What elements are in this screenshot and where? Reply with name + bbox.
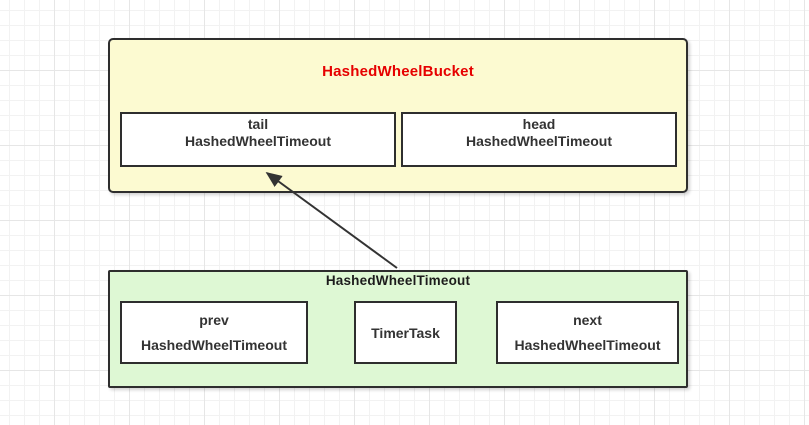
field-label: TimerTask [371, 324, 440, 341]
slot-type: HashedWheelTimeout [185, 133, 331, 149]
bucket-slot-head: head HashedWheelTimeout [401, 112, 677, 167]
field-label: next [573, 312, 602, 328]
field-label: prev [199, 312, 229, 328]
timeout-field-next: next HashedWheelTimeout [496, 301, 679, 364]
timeout-field-timertask: TimerTask [354, 301, 457, 364]
bucket-title: HashedWheelBucket [322, 63, 474, 80]
bucket-slot-tail: tail HashedWheelTimeout [120, 112, 396, 167]
bucket-slot-row: tail HashedWheelTimeout head HashedWheel… [120, 112, 677, 167]
hashed-wheel-timeout-node: HashedWheelTimeout prev HashedWheelTimeo… [108, 270, 688, 388]
field-type: HashedWheelTimeout [514, 337, 661, 353]
slot-label: tail [247, 116, 269, 132]
slot-label: head [522, 116, 556, 132]
timeout-field-prev: prev HashedWheelTimeout [120, 301, 308, 364]
hashed-wheel-bucket-node: HashedWheelBucket tail HashedWheelTimeou… [108, 38, 688, 193]
slot-type: HashedWheelTimeout [466, 133, 612, 149]
field-type: HashedWheelTimeout [141, 337, 287, 353]
timeout-title: HashedWheelTimeout [325, 273, 471, 288]
